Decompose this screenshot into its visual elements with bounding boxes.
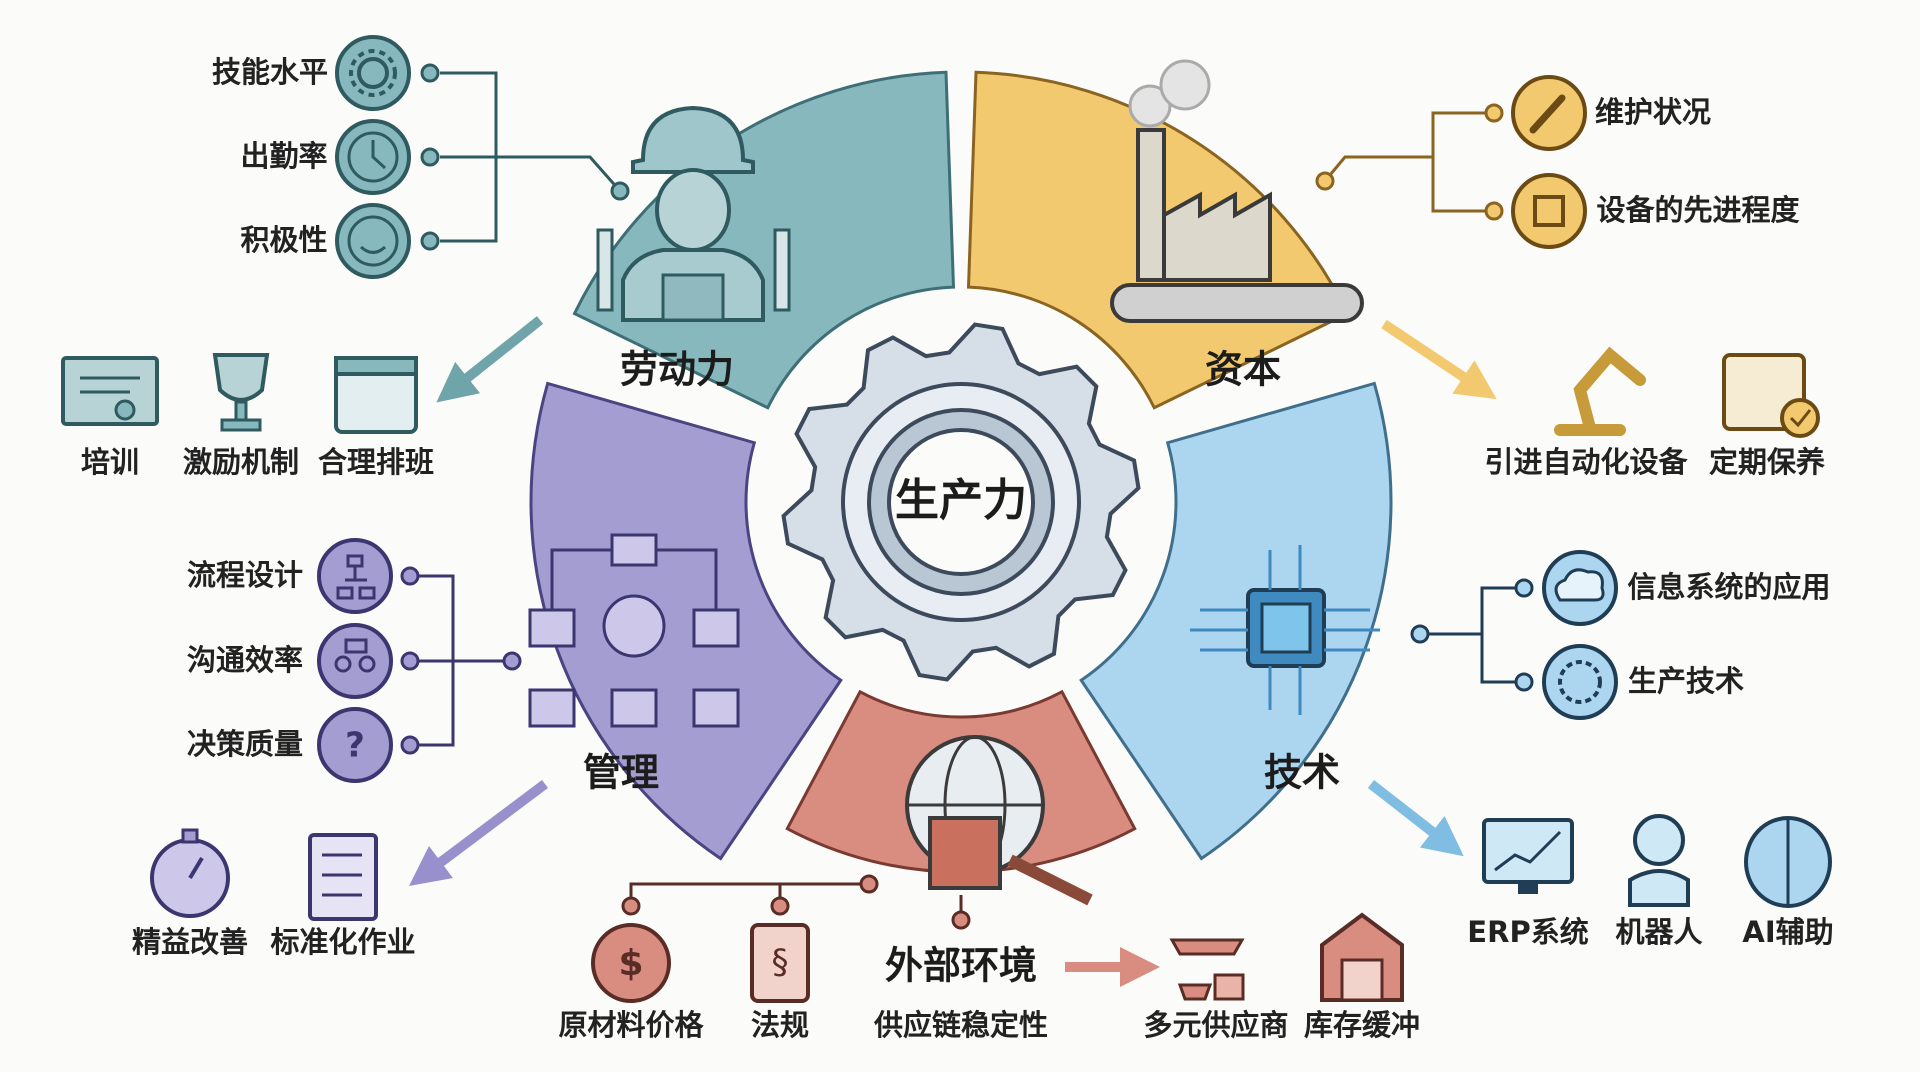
capital-measure-automation: 引进自动化设备 xyxy=(1484,346,1688,479)
measure-label: 激励机制 xyxy=(183,445,299,479)
labor-measure-incentive: 激励机制 xyxy=(183,353,299,479)
gear-circuit-icon xyxy=(1542,644,1618,720)
factor-label: 供应链稳定性 xyxy=(873,1008,1048,1042)
team-chat-icon xyxy=(317,623,393,699)
tech-factor-production-tech: 生产技术 xyxy=(1514,644,1744,720)
tech-measure-erp: ERP系统 xyxy=(1467,818,1589,949)
management-arrow xyxy=(409,780,548,886)
capital-factor-maintenance: 维护状况 xyxy=(1484,75,1711,151)
labor-factor-motivation: 积极性 xyxy=(240,203,440,279)
tech-measure-robot: 机器人 xyxy=(1615,814,1703,949)
mgmt-factor-decision: ? 决策质量 xyxy=(187,707,420,783)
external-connector xyxy=(629,882,869,906)
svg-text:?: ? xyxy=(345,726,365,766)
measure-label: 培训 xyxy=(81,445,139,479)
factor-label: 决策质量 xyxy=(187,727,303,761)
chip-circuit-icon xyxy=(1190,545,1380,715)
trophy-icon xyxy=(212,353,270,402)
ext-factor-supply-chain: 供应链稳定性 xyxy=(873,910,1048,1042)
external-title: 外部环境 xyxy=(885,944,1037,988)
ships-icon xyxy=(1169,938,1245,1001)
tech-connector xyxy=(1480,586,1524,684)
gear-icon xyxy=(335,35,411,111)
labor-worker-icon xyxy=(596,105,791,322)
factor-label: 法规 xyxy=(751,1008,809,1042)
ext-measure-inventory: 库存缓冲 xyxy=(1304,912,1420,1042)
factor-label: 沟通效率 xyxy=(187,643,303,677)
labor-title: 劳动力 xyxy=(620,348,734,392)
labor-arrow xyxy=(436,316,544,403)
measure-label: 引进自动化设备 xyxy=(1484,445,1688,479)
measure-label: AI辅助 xyxy=(1742,915,1833,949)
coin-icon xyxy=(591,923,671,1003)
capital-measure-maintenance: 定期保养 xyxy=(1709,353,1825,479)
question-icon xyxy=(317,707,393,783)
factor-label: 积极性 xyxy=(240,223,327,257)
factor-label: 流程设计 xyxy=(187,558,303,592)
measure-label: 标准化作业 xyxy=(270,925,415,959)
factor-label: 生产技术 xyxy=(1628,664,1744,698)
factor-label: 技能水平 xyxy=(212,55,328,89)
technology-title: 技术 xyxy=(1264,751,1340,795)
scroll-icon xyxy=(750,923,810,1003)
measure-label: 多元供应商 xyxy=(1143,1008,1288,1042)
capital-factor-equipment: 设备的先进程度 xyxy=(1484,173,1800,249)
measure-label: 精益改善 xyxy=(132,925,248,959)
mgmt-factor-process: 流程设计 xyxy=(187,538,420,614)
labor-factor-skill: 技能水平 xyxy=(212,35,440,111)
segment-management xyxy=(529,381,843,861)
segment-labor xyxy=(572,70,956,410)
measure-label: ERP系统 xyxy=(1467,915,1588,949)
robot-arm-icon xyxy=(1554,346,1646,436)
central-gear-icon xyxy=(781,322,1141,682)
factor-label: 原材料价格 xyxy=(558,1008,704,1042)
mgmt-measure-standard: 标准化作业 xyxy=(270,833,416,959)
svg-text:$: $ xyxy=(618,943,643,984)
capital-title: 资本 xyxy=(1205,348,1281,392)
connector-dot xyxy=(610,181,630,201)
labor-measure-scheduling: 合理排班 xyxy=(318,356,434,479)
chip-icon xyxy=(1511,173,1587,249)
factor-label: 设备的先进程度 xyxy=(1596,193,1799,227)
capital-connector-main xyxy=(1323,155,1433,182)
labor-measure-training: 培训 xyxy=(61,356,159,479)
labor-factor-attendance: 出勤率 xyxy=(240,119,440,195)
segment-technology xyxy=(1079,381,1393,861)
checklist-icon xyxy=(308,833,378,921)
labor-connector-main xyxy=(440,155,622,192)
measure-label: 库存缓冲 xyxy=(1304,1008,1420,1042)
mgmt-factor-communication: 沟通效率 xyxy=(187,623,420,699)
monitor-chart-icon xyxy=(1482,818,1574,884)
tech-factor-info-systems: 信息系统的应用 xyxy=(1514,550,1831,626)
management-flowchart-icon xyxy=(528,533,740,728)
globe-container-gavel-icon xyxy=(905,735,1093,906)
factor-label: 出勤率 xyxy=(240,139,327,173)
measure-label: 定期保养 xyxy=(1709,445,1825,479)
robot-icon xyxy=(1633,814,1685,866)
measure-label: 合理排班 xyxy=(318,445,434,479)
ext-measure-suppliers: 多元供应商 xyxy=(1143,938,1289,1042)
tech-measure-ai: AI辅助 xyxy=(1742,816,1834,949)
measure-label: 机器人 xyxy=(1615,915,1702,949)
factor-label: 维护状况 xyxy=(1595,95,1711,129)
svg-text:§: § xyxy=(772,943,789,983)
capital-arrow xyxy=(1381,319,1497,400)
capital-connector xyxy=(1431,111,1494,213)
ext-factor-regulation: § 法规 xyxy=(750,896,810,1042)
factor-label: 信息系统的应用 xyxy=(1627,570,1830,604)
factory-icon xyxy=(1110,59,1364,323)
technology-arrow xyxy=(1367,780,1464,857)
ext-factor-raw-material: $ 原材料价格 xyxy=(558,896,704,1042)
management-title: 管理 xyxy=(583,751,659,795)
center-title: 生产力 xyxy=(895,475,1027,526)
mgmt-measure-lean: 精益改善 xyxy=(132,828,248,959)
